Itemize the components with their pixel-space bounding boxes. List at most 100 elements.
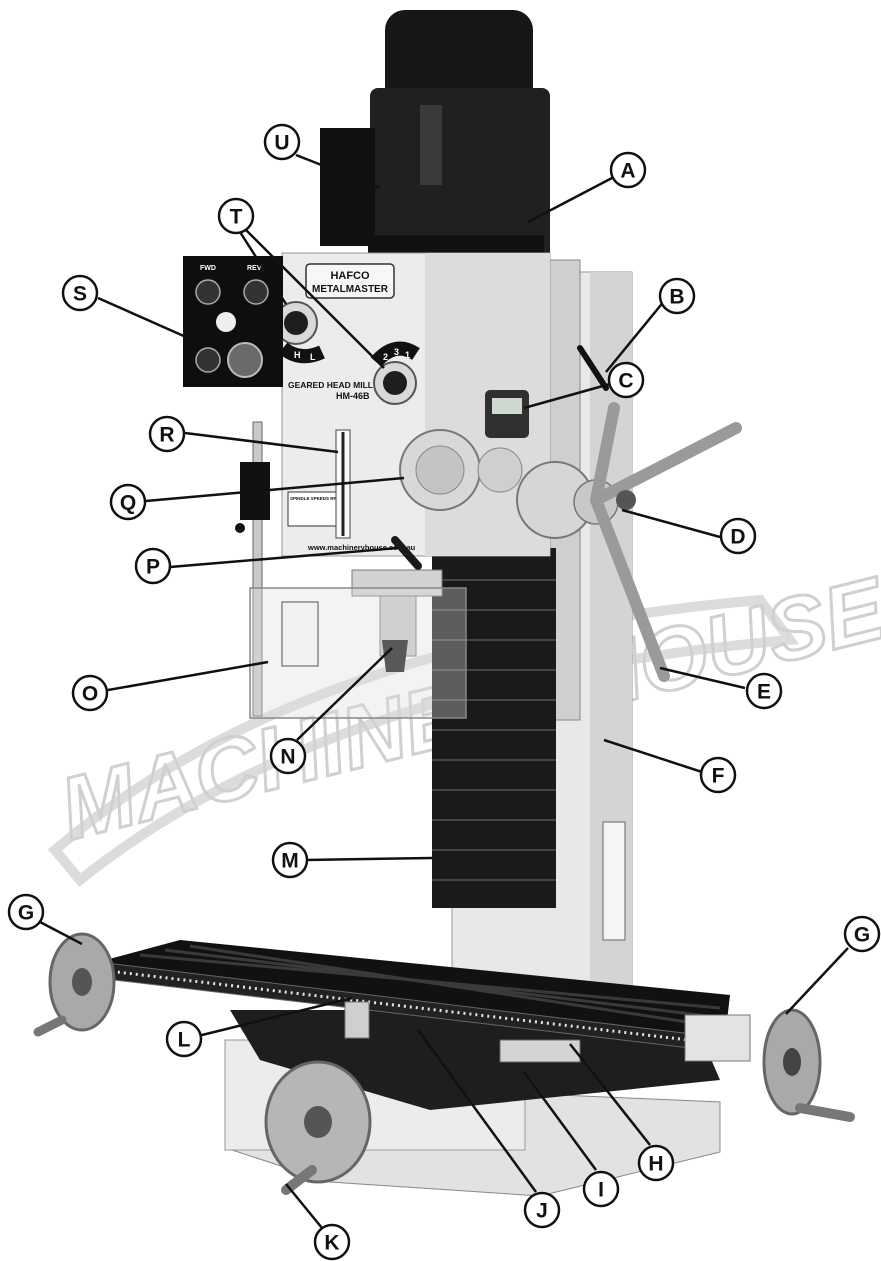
- website: www.machineryhouse.com.au: [307, 543, 416, 552]
- callout-g-left: G: [7, 893, 45, 931]
- column-bellows: [432, 548, 556, 908]
- gear-label-2: 2: [383, 352, 388, 362]
- callout-h: H: [637, 1144, 675, 1182]
- leader-t2: [245, 229, 385, 369]
- handwheel-right: [684, 1008, 855, 1122]
- callout-d-letter: D: [730, 526, 745, 549]
- leader-f: [603, 738, 703, 774]
- leader-p: [169, 546, 399, 569]
- leader-m: [304, 856, 433, 862]
- callout-o: O: [71, 674, 109, 712]
- leader-s: [97, 296, 187, 339]
- callout-r-letter: R: [159, 424, 174, 447]
- callout-d: D: [719, 517, 757, 555]
- work-table: [96, 940, 730, 1053]
- leader-g-left: [39, 920, 83, 946]
- panel-fwd-label: FWD: [200, 265, 216, 272]
- callout-i: I: [582, 1170, 620, 1208]
- panel-rev-label: REV: [247, 265, 262, 272]
- callout-n-letter: N: [280, 746, 295, 769]
- leader-c: [523, 382, 611, 410]
- leader-h: [569, 1043, 651, 1146]
- callout-t-letter: T: [230, 206, 243, 229]
- callout-e: E: [745, 672, 783, 710]
- leader-u: [295, 153, 381, 190]
- leader-b: [605, 299, 666, 373]
- callout-m: M: [271, 841, 309, 879]
- leader-a: [527, 176, 613, 224]
- control-panel: FWD REV: [183, 256, 283, 387]
- callout-c: C: [607, 361, 645, 399]
- callout-f-letter: F: [712, 765, 725, 788]
- safety-labels: [281, 601, 319, 667]
- callout-k-letter: K: [324, 1232, 339, 1255]
- callout-j-letter: J: [536, 1200, 548, 1223]
- model-title: GEARED HEAD MILL DRILL: [288, 380, 400, 390]
- callout-a: A: [609, 151, 647, 189]
- callout-i-letter: I: [598, 1179, 604, 1202]
- leader-lines: [39, 153, 849, 1229]
- callout-a-letter: A: [620, 160, 635, 183]
- callout-l: L: [165, 1020, 203, 1058]
- leader-t1: [238, 231, 288, 305]
- leader-q: [145, 476, 405, 503]
- stop-button: [195, 347, 221, 373]
- spindle-assembly: [249, 569, 467, 719]
- gear-label-3: 3: [394, 347, 399, 357]
- callout-f: F: [699, 756, 737, 794]
- callout-b-letter: B: [669, 286, 684, 309]
- callout-j: J: [523, 1191, 561, 1229]
- leader-k: [285, 1183, 323, 1229]
- callout-c-letter: C: [618, 370, 633, 393]
- leader-i: [522, 1071, 598, 1171]
- head: HAFCO METALMASTER GEARED HEAD MILL DRILL…: [274, 252, 551, 570]
- leader-r: [184, 431, 339, 454]
- speed-chart-title: SPINDLE SPEEDS RPM: [290, 496, 341, 501]
- callout-g-right-letter: G: [854, 924, 870, 947]
- callout-t: T: [217, 197, 255, 235]
- power-button: [216, 312, 236, 332]
- callout-h-letter: H: [648, 1153, 663, 1176]
- leader-d: [621, 508, 721, 539]
- table-stop-bracket: [344, 1001, 370, 1039]
- callout-l-letter: L: [178, 1029, 191, 1052]
- brand-plate: [305, 263, 395, 299]
- callout-r: R: [148, 415, 186, 453]
- gear-label-l: L: [310, 352, 316, 362]
- callout-e-letter: E: [757, 681, 771, 704]
- callout-g-left-letter: G: [18, 902, 34, 925]
- callout-p: P: [134, 547, 172, 585]
- callout-b: B: [658, 277, 696, 315]
- gear-label-1: 1: [405, 350, 410, 360]
- callout-n: N: [269, 737, 307, 775]
- callout-u: U: [263, 123, 301, 161]
- callout-p-letter: P: [146, 556, 160, 579]
- callout-s: S: [61, 274, 99, 312]
- leader-l: [197, 996, 353, 1038]
- callout-q: Q: [109, 483, 147, 521]
- gear-label-h: H: [294, 350, 301, 360]
- emergency-stop-button: [227, 342, 263, 378]
- leader-j: [416, 1029, 538, 1193]
- callout-g-right: G: [843, 915, 881, 953]
- callout-k: K: [313, 1223, 351, 1261]
- leader-e: [659, 666, 746, 690]
- model-number: HM-46B: [336, 391, 370, 401]
- handwheel-left: [33, 932, 116, 1037]
- leader-n: [296, 647, 393, 741]
- quill-feed-handles: [516, 402, 742, 682]
- callout-q-letter: Q: [120, 492, 136, 515]
- callout-o-letter: O: [82, 683, 98, 706]
- callout-u-letter: U: [274, 132, 289, 155]
- brand-line1: HAFCO: [330, 270, 370, 282]
- leader-o: [107, 660, 269, 692]
- fwd-button: [195, 279, 221, 305]
- handwheel-front: [264, 1060, 372, 1195]
- rev-button: [243, 279, 269, 305]
- leader-g-right: [785, 947, 849, 1015]
- nameplate: [602, 821, 626, 941]
- column-lock-lever: [577, 345, 609, 391]
- brand-line2: METALMASTER: [312, 284, 389, 295]
- motor: [320, 10, 550, 260]
